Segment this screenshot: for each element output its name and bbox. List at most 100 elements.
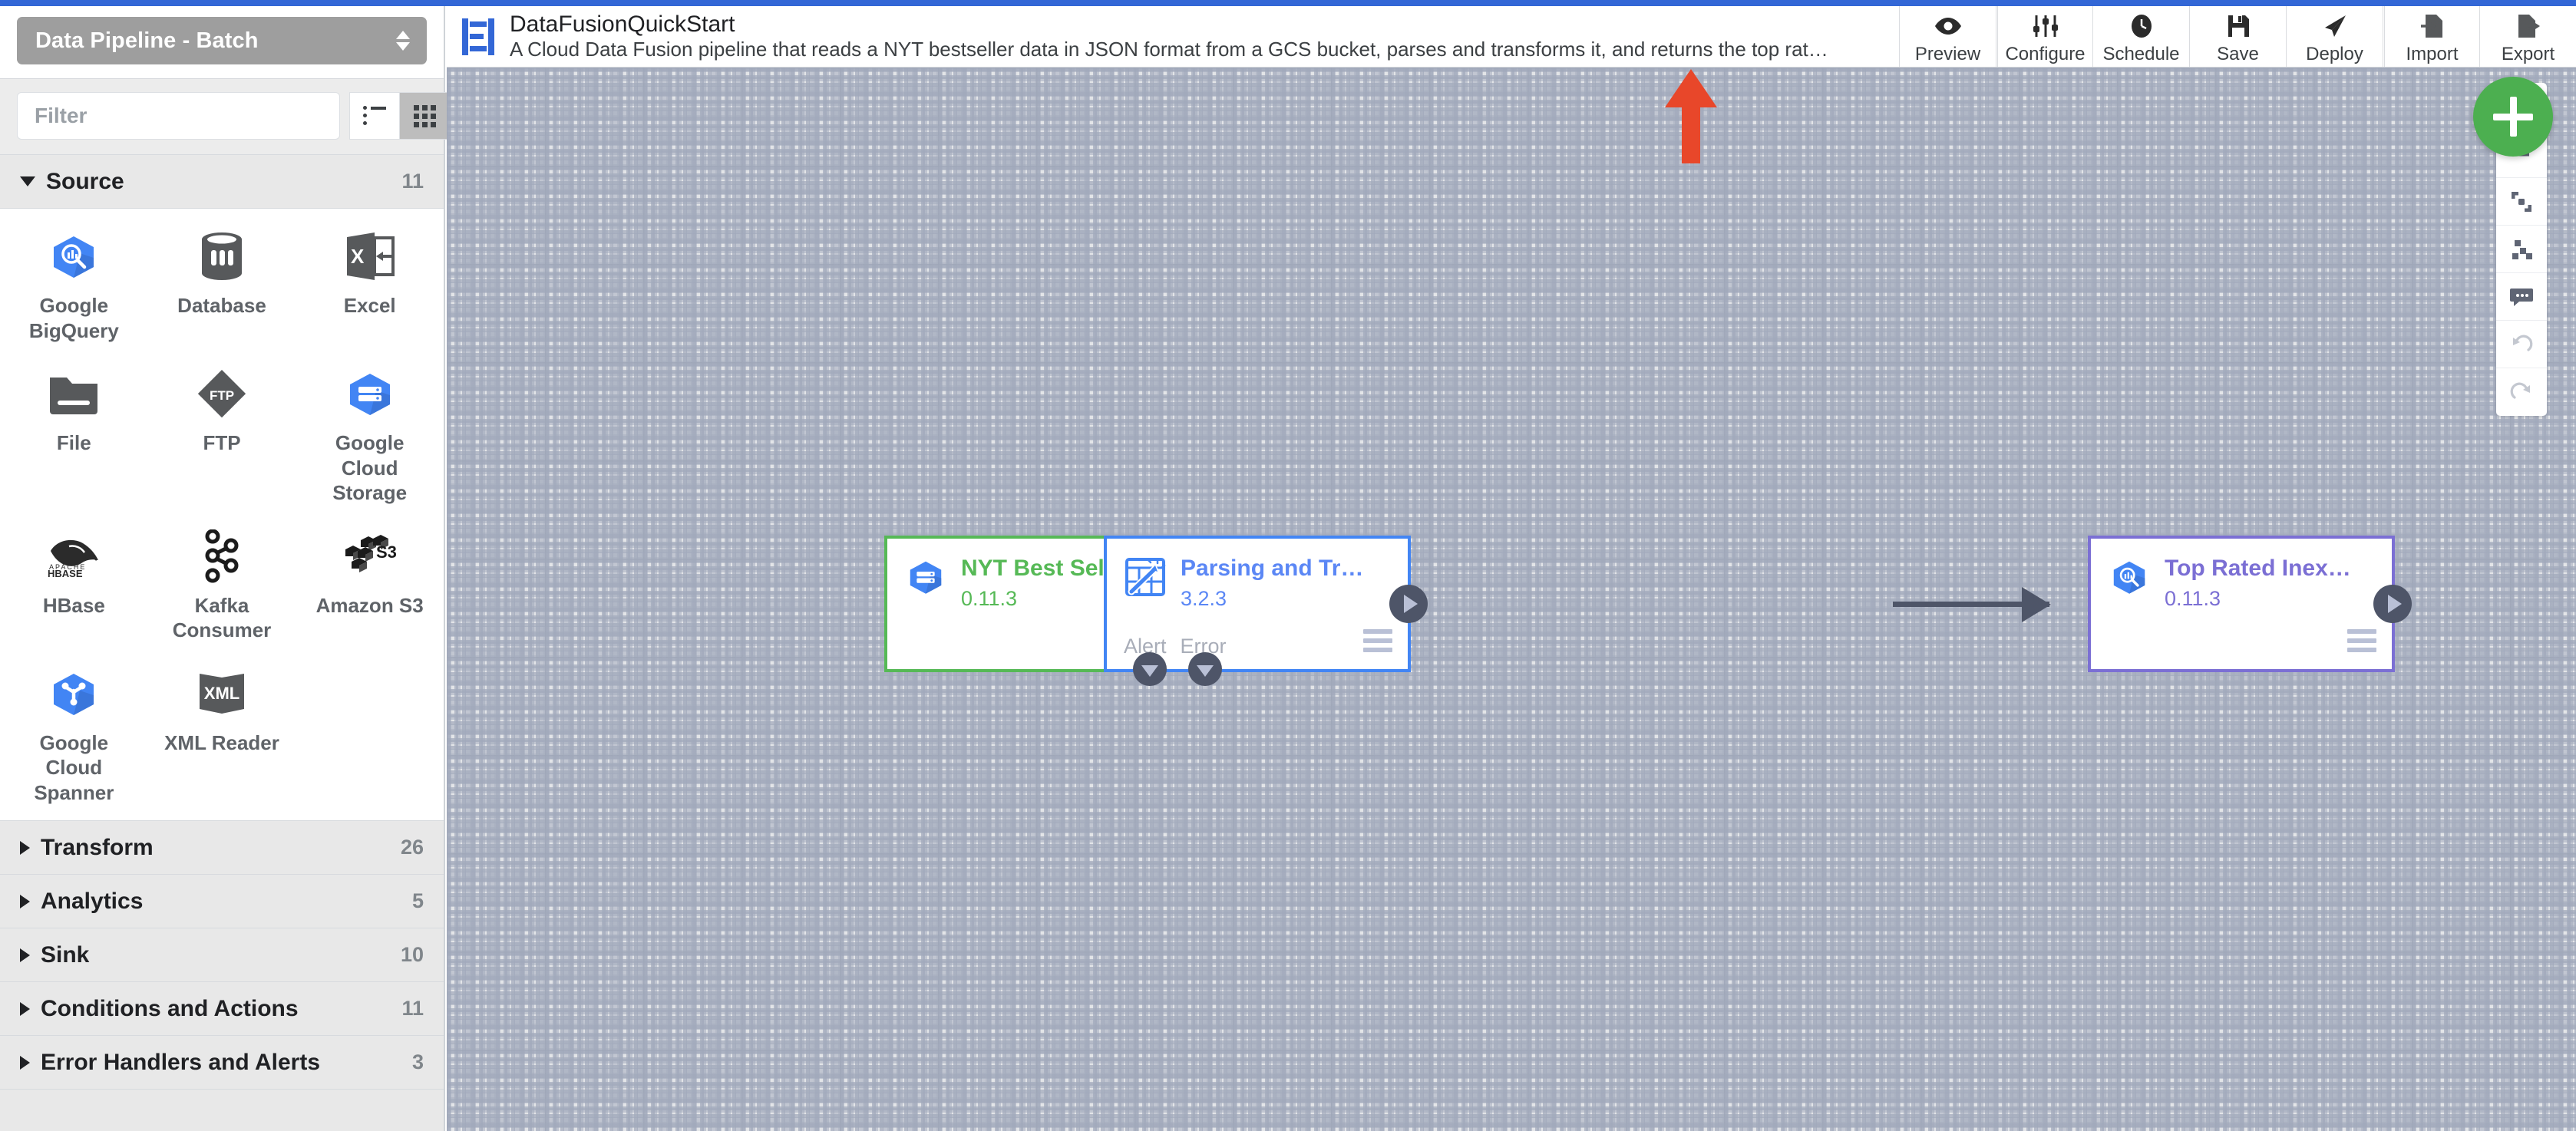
comments-button[interactable] bbox=[2496, 273, 2547, 321]
paper-plane-icon bbox=[2322, 12, 2348, 41]
grid-view-button[interactable] bbox=[400, 92, 451, 140]
plugin-amazon-s3[interactable]: S3 Amazon S3 bbox=[296, 529, 444, 643]
pipeline-node-sink[interactable]: Top Rated Inex… 0.11.3 bbox=[2088, 536, 2412, 672]
preview-button[interactable]: Preview bbox=[1899, 6, 1996, 67]
pipeline-canvas[interactable]: NYT Best Selle… 0.11.3 bbox=[447, 68, 2576, 1131]
node-version: 3.2.3 bbox=[1181, 587, 1227, 610]
plugin-ftp[interactable]: FTP FTP bbox=[148, 366, 296, 506]
export-icon bbox=[2517, 12, 2540, 41]
plugin-excel[interactable]: X Excel bbox=[296, 229, 444, 343]
node-version: 0.11.3 bbox=[2165, 587, 2221, 610]
pipeline-node-transform[interactable]: Parsing and Tr… 3.2.3 Alert Error bbox=[1104, 536, 1428, 686]
node-output-port[interactable] bbox=[2373, 585, 2412, 623]
sidebar-header: Data Pipeline - Batch bbox=[0, 6, 444, 79]
toolbar-label: Schedule bbox=[2102, 43, 2180, 64]
eye-icon bbox=[1934, 12, 1963, 41]
pipeline-type-label: Data Pipeline - Batch bbox=[35, 28, 259, 53]
svg-text:HBASE: HBASE bbox=[48, 568, 83, 579]
sidebar-category-sink[interactable]: Sink 10 bbox=[0, 928, 444, 982]
redo-icon bbox=[2510, 382, 2530, 399]
sidebar-category-analytics[interactable]: Analytics 5 bbox=[0, 875, 444, 928]
chevron-right-icon bbox=[20, 840, 30, 855]
chevron-down-icon bbox=[20, 176, 35, 186]
plugin-label: XML Reader bbox=[164, 730, 279, 754]
align-nodes-button[interactable] bbox=[2496, 226, 2547, 273]
sidebar-category-transform[interactable]: Transform 26 bbox=[0, 821, 444, 875]
configure-button[interactable]: Configure bbox=[1996, 6, 2092, 67]
redo-button[interactable] bbox=[2496, 368, 2547, 416]
toolbar-label: Import bbox=[2406, 43, 2459, 64]
pipeline-type-select[interactable]: Data Pipeline - Batch bbox=[17, 17, 427, 64]
search-input[interactable] bbox=[17, 92, 340, 140]
category-label: Source bbox=[46, 168, 124, 194]
node-output-port[interactable] bbox=[1389, 585, 1428, 623]
category-label: Error Handlers and Alerts bbox=[41, 1049, 320, 1075]
clock-icon bbox=[2130, 12, 2153, 41]
plugin-label: Kafka Consumer bbox=[172, 593, 272, 642]
category-label: Conditions and Actions bbox=[41, 995, 299, 1021]
error-port-dot[interactable] bbox=[1188, 652, 1222, 686]
google-cloud-storage-icon bbox=[904, 556, 947, 598]
google-cloud-spanner-icon bbox=[46, 666, 101, 721]
sidebar-scroll-area[interactable]: Source 11 bbox=[0, 155, 444, 1131]
category-count: 26 bbox=[400, 836, 424, 859]
node-version: 0.11.3 bbox=[961, 587, 1018, 610]
sidebar-category-conditions-and-actions[interactable]: Conditions and Actions 11 bbox=[0, 982, 444, 1036]
plugin-label: Database bbox=[177, 294, 266, 317]
save-button[interactable]: Save bbox=[2189, 6, 2286, 67]
deploy-button[interactable]: Deploy bbox=[2286, 6, 2383, 67]
page-title: DataFusionQuickStart bbox=[510, 12, 735, 38]
file-folder-icon bbox=[46, 366, 101, 421]
plugin-hbase[interactable]: APACHE HBASE HBase bbox=[0, 529, 148, 643]
connection-transform-to-sink[interactable] bbox=[1893, 602, 2049, 607]
toolbar-label: Configure bbox=[2005, 43, 2086, 64]
category-count: 10 bbox=[400, 943, 424, 966]
category-label: Analytics bbox=[41, 888, 144, 914]
plugin-label: Amazon S3 bbox=[315, 593, 424, 617]
export-button[interactable]: Export bbox=[2479, 6, 2576, 67]
plugin-label: File bbox=[56, 431, 91, 454]
list-view-button[interactable] bbox=[349, 92, 400, 140]
plugin-kafka-consumer[interactable]: Kafka Consumer bbox=[148, 529, 296, 643]
add-plugin-fab[interactable] bbox=[2473, 77, 2553, 157]
align-nodes-icon bbox=[2512, 239, 2532, 259]
google-cloud-storage-icon bbox=[342, 366, 398, 421]
import-icon bbox=[2420, 12, 2444, 41]
category-count: 5 bbox=[411, 889, 424, 912]
plugin-file[interactable]: File bbox=[0, 366, 148, 506]
plugin-google-cloud-spanner[interactable]: Google Cloud Spanner bbox=[0, 666, 148, 806]
source-plugin-grid: Google BigQuery bbox=[0, 229, 444, 805]
svg-text:FTP: FTP bbox=[210, 388, 234, 403]
chevron-right-icon bbox=[20, 1001, 30, 1016]
category-count: 3 bbox=[411, 1050, 424, 1073]
svg-text:APACHE: APACHE bbox=[49, 563, 86, 571]
import-button[interactable]: Import bbox=[2383, 6, 2479, 67]
pipeline-description: A Cloud Data Fusion pipeline that reads … bbox=[510, 37, 1830, 61]
plugin-google-cloud-storage[interactable]: Google Cloud Storage bbox=[296, 366, 444, 506]
fit-to-screen-button[interactable] bbox=[2496, 178, 2547, 226]
alert-port-dot[interactable] bbox=[1133, 652, 1167, 686]
category-label: Sink bbox=[41, 941, 90, 968]
grid-view-icon bbox=[414, 104, 436, 127]
sliders-icon bbox=[2033, 12, 2059, 41]
node-menu-button[interactable] bbox=[2347, 629, 2376, 652]
database-icon bbox=[194, 229, 249, 284]
schedule-button[interactable]: Schedule bbox=[2092, 6, 2189, 67]
svg-text:X: X bbox=[351, 245, 365, 268]
plugin-google-bigquery[interactable]: Google BigQuery bbox=[0, 229, 148, 343]
plugin-label: Google Cloud Spanner bbox=[34, 730, 114, 804]
select-spinner-icon bbox=[396, 31, 410, 51]
pipeline-identity: DataFusionQuickStart A Cloud Data Fusion… bbox=[447, 6, 1899, 67]
sidebar-category-source[interactable]: Source 11 bbox=[0, 155, 444, 209]
google-bigquery-icon bbox=[46, 229, 101, 284]
sidebar-category-error-handlers-and-alerts[interactable]: Error Handlers and Alerts 3 bbox=[0, 1036, 444, 1090]
undo-button[interactable] bbox=[2496, 321, 2547, 368]
excel-icon: X bbox=[342, 229, 398, 284]
xml-reader-icon: XML bbox=[194, 666, 249, 721]
plugin-database[interactable]: Database bbox=[148, 229, 296, 343]
hbase-icon: APACHE HBASE bbox=[46, 529, 101, 584]
chevron-right-icon bbox=[20, 948, 30, 962]
plugin-xml-reader[interactable]: XML XML Reader bbox=[148, 666, 296, 806]
toolbar-label: Deploy bbox=[2306, 43, 2363, 64]
node-menu-button[interactable] bbox=[1363, 629, 1392, 652]
